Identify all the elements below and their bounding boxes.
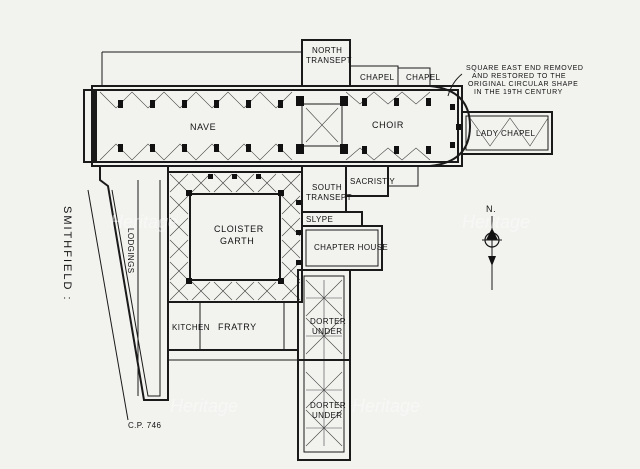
crossing-box [301,103,343,147]
label-cloister: CLOISTER [214,224,264,234]
label-north-transept-1: NORTH [312,46,342,55]
label-chapel-1: CHAPEL [360,73,395,82]
label-north-transept-2: TRANSEPT [306,56,352,65]
annotation-line-2: AND RESTORED TO THE [472,73,566,80]
label-dorter-lower-2: UNDER [312,411,342,420]
cloister-garth-wall [189,193,281,281]
label-south-transept-1: SOUTH [312,183,342,192]
nave-vaulting [99,91,549,161]
label-south-transept-2: TRANSEPT [306,193,352,202]
label-dorter-1: DORTER [310,317,346,326]
nave-piers [118,96,461,154]
north-transept-walls [301,39,351,87]
label-fratry: FRATRY [218,322,257,332]
watermark-text-2: Heritage [462,212,530,232]
annotation-line-4: IN THE 19TH CENTURY [474,89,563,96]
dorter-range [297,269,351,461]
label-lodgings: LODGINGS [126,228,135,273]
nave-choir-outline [91,85,463,167]
annotation-line-3: ORIGINAL CIRCULAR SHAPE [468,81,578,88]
label-kitchen: KITCHEN [172,323,210,332]
label-reference: C.P. 746 [128,421,161,430]
label-smithfield: SMITHFIELD : [61,206,73,302]
lady-chapel-walls [461,111,553,155]
watermark-text-4: Heritage [352,396,420,416]
lodgings-outline [99,166,169,401]
church-walls [83,39,553,167]
north-arrow [482,216,502,290]
street-line [87,189,129,421]
label-dorter-lower-1: DORTER [310,401,346,410]
annotation-leader [447,73,463,97]
west-porch [83,89,95,163]
label-nave: NAVE [190,122,216,132]
dorter-walls [297,269,351,461]
watermark-text-1: Heritage [110,212,178,232]
label-dorter-2: UNDER [312,327,342,336]
room-labels: NORTH TRANSEPT CHAPEL CHAPEL NAVE CHOIR … [61,46,536,430]
annotation-line-1: SQUARE EAST END REMOVED [466,65,584,72]
watermark: Heritage Heritage Heritage Heritage [110,212,530,416]
north-label: N. [486,204,496,214]
watermark-text-3: Heritage [170,396,238,416]
label-chapter-house: CHAPTER HOUSE [314,243,388,252]
lodgings-block [87,166,298,421]
label-choir: CHOIR [372,120,404,130]
label-sacristy: SACRIST'Y [350,177,395,186]
label-slype: SLYPE [306,215,333,224]
label-lady-chapel: LADY CHAPEL [476,129,536,138]
label-chapel-2: CHAPEL [406,73,441,82]
east-end-annotation: SQUARE EAST END REMOVED AND RESTORED TO … [466,65,584,96]
label-garth: GARTH [220,236,254,246]
